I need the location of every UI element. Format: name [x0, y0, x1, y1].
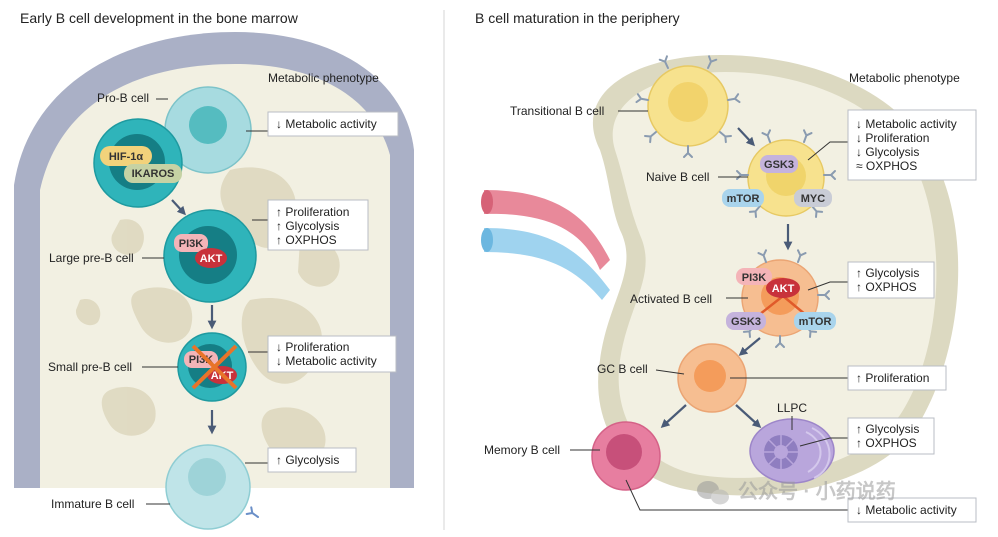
large-pre-b-phenotype-1: ↑ Glycolysis	[276, 219, 339, 233]
akt-label-left: AKT	[200, 253, 223, 265]
lymph-vessel-blue	[484, 228, 610, 300]
wechat-icon	[697, 481, 729, 505]
right-panel-title: B cell maturation in the periphery	[475, 10, 680, 26]
gc-b-phenotype-box	[847, 365, 947, 391]
arrow-transitional-to-naive	[737, 127, 756, 147]
right-panel: B cell maturation in the periphery Metab…	[475, 10, 977, 523]
small-pre-b-phenotype-0: ↓ Proliferation	[276, 340, 349, 354]
mtor-label-activated: mTOR	[799, 316, 832, 328]
ikaros-protein	[124, 164, 182, 183]
gsk3-label-activated: GSK3	[731, 316, 761, 328]
gsk3-protein-naive	[760, 155, 798, 173]
gc-b-cell	[677, 343, 747, 413]
arrow-gc-to-memory	[660, 404, 687, 428]
pi3k-label-left: PI3K	[179, 238, 204, 250]
immature-b-cell	[165, 444, 262, 530]
large-pre-b-cell-label: Large pre-B cell	[49, 251, 134, 265]
left-panel-title: Early B cell development in the bone mar…	[20, 10, 299, 26]
arrow-activated-to-gc	[738, 337, 761, 356]
right-metabolic-header: Metabolic phenotype	[849, 71, 960, 85]
immature-b-phenotype-0: ↑ Glycolysis	[276, 453, 339, 467]
hif-1a-protein	[100, 146, 152, 166]
myc-protein	[794, 189, 832, 207]
hif-1a-label: HIF-1α	[109, 151, 144, 163]
akt-protein-left	[195, 248, 227, 268]
naive-b-phenotype-box	[847, 109, 977, 181]
memory-b-phenotype-0: ↓ Metabolic activity	[856, 503, 957, 517]
activated-b-cell-label: Activated B cell	[630, 292, 712, 306]
ikaros-label: IKAROS	[132, 168, 175, 180]
naive-b-phenotype-1: ↓ Proliferation	[856, 131, 929, 145]
arrow-pro-to-large	[171, 199, 186, 216]
naive-b-phenotype-0: ↓ Metabolic activity	[856, 117, 957, 131]
pi3k-label-small: PI3K	[189, 354, 214, 366]
large-pre-b-cell: PI3K AKT	[163, 209, 257, 303]
large-pre-b-phenotype-0: ↑ Proliferation	[276, 205, 349, 219]
mtor-protein-activated	[794, 312, 836, 330]
gc-b-cell-label: GC B cell	[597, 362, 648, 376]
gsk3-protein-activated	[726, 312, 766, 330]
llpc-phenotype-box	[847, 417, 935, 455]
memory-b-cell-label: Memory B cell	[484, 443, 560, 457]
gsk3-label-naive: GSK3	[764, 159, 794, 171]
akt-label-right: AKT	[772, 283, 795, 295]
immature-b-cell-label: Immature B cell	[51, 497, 134, 511]
llpc-label: LLPC	[777, 401, 807, 415]
gc-b-phenotype-0: ↑ Proliferation	[856, 371, 929, 385]
pi3k-label-right: PI3K	[742, 272, 767, 284]
activated-b-phenotype-1: ↑ OXPHOS	[856, 280, 917, 294]
pro-b-cell-label: Pro-B cell	[97, 91, 149, 105]
antibody-icon	[245, 506, 262, 522]
large-pre-b-phenotype-box	[267, 199, 369, 251]
naive-b-phenotype-2: ↓ Glycolysis	[856, 145, 919, 159]
naive-b-phenotype-3: ≈ OXPHOS	[856, 159, 917, 173]
small-pre-b-phenotype-1: ↓ Metabolic activity	[276, 354, 377, 368]
pi3k-protein-left	[174, 234, 208, 252]
arrow-gc-to-llpc	[735, 404, 762, 428]
transitional-b-cell-label: Transitional B cell	[510, 104, 604, 118]
memory-b-cell	[591, 421, 661, 491]
pi3k-protein-right	[736, 268, 772, 285]
small-pre-b-cell-label: Small pre-B cell	[48, 360, 132, 374]
transitional-b-cell	[635, 55, 741, 158]
mtor-label-naive: mTOR	[727, 193, 760, 205]
llpc-cell	[749, 418, 835, 484]
hif-cell: HIF-1α IKAROS	[93, 118, 183, 208]
memory-b-phenotype-box	[847, 497, 977, 523]
left-metabolic-header: Metabolic phenotype	[268, 71, 379, 85]
pro-b-cell	[164, 86, 252, 174]
pro-b-phenotype-box	[267, 111, 399, 137]
small-pre-b-cell: PI3K AKT	[177, 332, 247, 402]
watermark: 公众号 · 小药说药	[697, 479, 896, 505]
watermark-text: 公众号 · 小药说药	[738, 479, 896, 503]
pro-b-phenotype-0: ↓ Metabolic activity	[276, 117, 377, 131]
llpc-phenotype-0: ↑ Glycolysis	[856, 422, 919, 436]
left-panel: Early B cell development in the bone mar…	[14, 10, 414, 530]
activated-b-phenotype-0: ↑ Glycolysis	[856, 266, 919, 280]
large-pre-b-phenotype-2: ↑ OXPHOS	[276, 233, 337, 247]
small-pre-b-phenotype-box	[267, 335, 397, 373]
llpc-phenotype-1: ↑ OXPHOS	[856, 436, 917, 450]
naive-b-cell: GSK3 mTOR MYC	[722, 129, 836, 218]
mtor-protein-naive	[722, 189, 764, 207]
activated-b-cell: PI3K AKT GSK3 mTOR	[726, 249, 836, 348]
akt-protein-right	[766, 278, 800, 298]
naive-b-cell-label: Naive B cell	[646, 170, 709, 184]
immature-b-phenotype-box	[267, 447, 357, 473]
inhibition-cross-icon	[191, 344, 238, 390]
activated-b-phenotype-box	[847, 261, 935, 299]
myc-label: MYC	[801, 193, 826, 205]
blood-vessel-red	[484, 190, 610, 270]
